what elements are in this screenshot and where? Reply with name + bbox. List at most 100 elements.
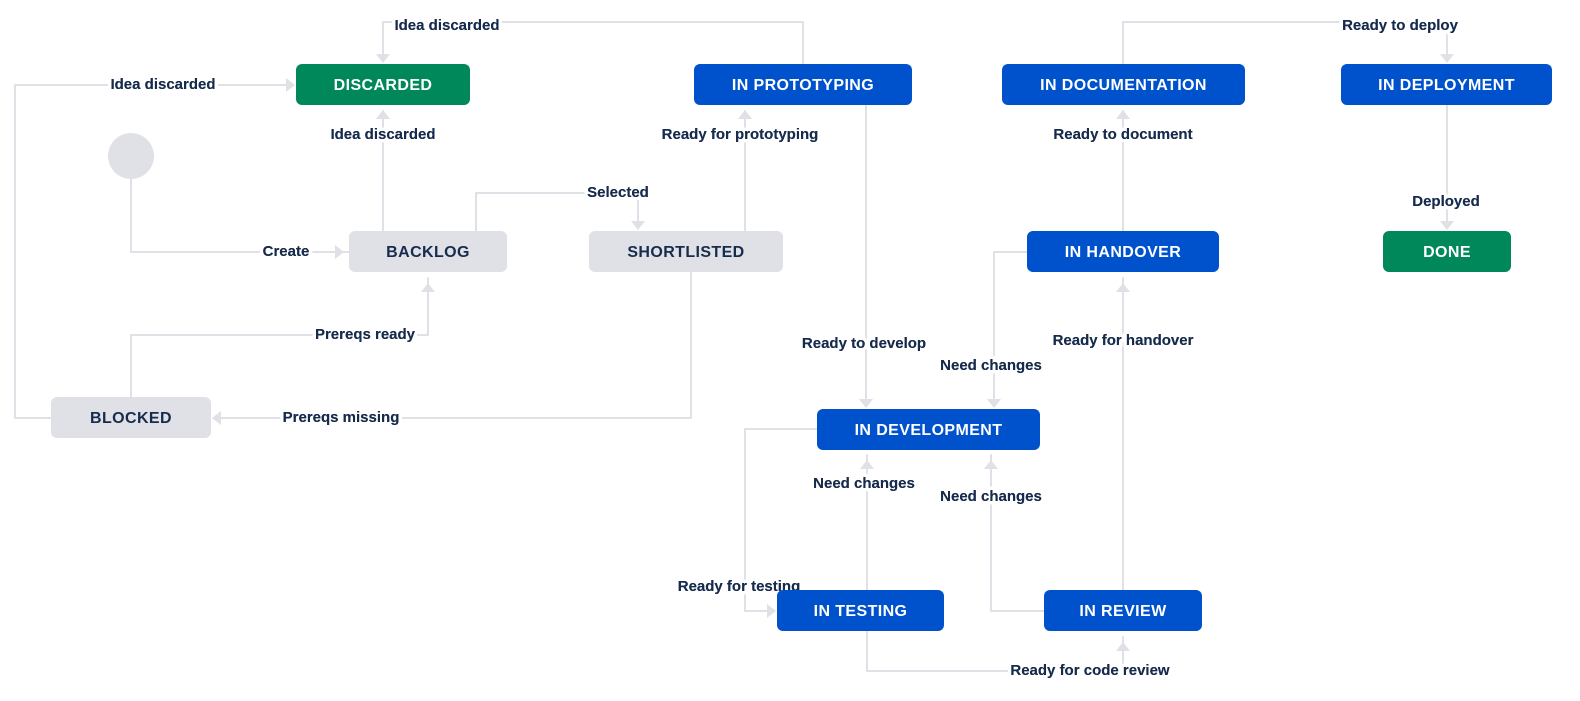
arrowhead-e-review-development	[984, 460, 998, 469]
state-node-box-in_deployment[interactable]	[1341, 64, 1552, 105]
state-node-label-in_deployment: IN DEPLOYMENT	[1378, 77, 1515, 94]
edge-label-e-backlog-shortlisted: Selected	[587, 184, 649, 201]
edge-label-halo-e-start-backlog: Create	[263, 243, 310, 260]
state-node-label-in_development: IN DEVELOPMENT	[855, 422, 1003, 439]
arrowhead-e-proto-discarded	[376, 54, 390, 63]
arrowhead-e-testing-development	[860, 460, 874, 469]
edge-in_handover-to-in_development	[993, 251, 1028, 404]
state-node-in_development[interactable]: IN DEVELOPMENT	[817, 409, 1040, 450]
state-node-label-in_review: IN REVIEW	[1079, 603, 1167, 620]
state-node-box-discarded[interactable]	[296, 64, 470, 105]
edge-label-e-blocked-backlog: Prereqs ready	[315, 326, 416, 343]
state-node-label-blocked: BLOCKED	[90, 410, 172, 427]
edge-label-e-testing-development: Need changes	[813, 475, 915, 492]
edge-in_review-to-in_development	[990, 454, 1045, 612]
arrowhead-e-handover-development	[987, 399, 1001, 408]
arrowhead-e-blocked-discarded	[286, 78, 295, 92]
edge-label-e-deployment-done: Deployed	[1412, 193, 1480, 210]
arrowhead-e-shortlisted-proto	[738, 110, 752, 119]
arrowhead-e-backlog-discarded	[376, 110, 390, 119]
edge-in_prototyping-to-discarded	[382, 21, 804, 65]
state-node-box-backlog[interactable]	[349, 231, 507, 272]
state-node-box-blocked[interactable]	[51, 397, 211, 438]
edge-label-halo-e-handover-documentation: Ready to document	[1053, 126, 1192, 143]
edge-in_testing-to-in_review	[866, 630, 1124, 672]
arrowhead-e-blocked-backlog	[421, 283, 435, 292]
edge-label-halo-e-blocked-discarded: Idea discarded	[110, 76, 215, 93]
state-node-box-shortlisted[interactable]	[589, 231, 783, 272]
edge-blocked-to-backlog	[130, 277, 429, 398]
arrowhead-e-backlog-shortlisted	[631, 221, 645, 230]
edge-label-e-handover-development: Need changes	[940, 357, 1042, 374]
arrowhead-e-start-backlog	[335, 245, 344, 259]
edge-label-halo-e-review-handover: Ready for handover	[1053, 332, 1194, 349]
state-node-in_documentation[interactable]: IN DOCUMENTATION	[1002, 64, 1245, 105]
edge-blocked-to-discarded	[14, 84, 291, 419]
arrowhead-e-handover-documentation	[1116, 110, 1130, 119]
edge-label-halo-e-blocked-backlog: Prereqs ready	[315, 326, 416, 343]
state-node-box-in_review[interactable]	[1044, 590, 1202, 631]
edge-label-e-doc-deployment: Ready to deploy	[1342, 17, 1459, 34]
edge-label-halo-e-testing-development: Need changes	[813, 475, 915, 492]
arrowhead-e-proto-development	[859, 399, 873, 408]
state-node-box-done[interactable]	[1383, 231, 1511, 272]
arrowheads-layer	[212, 54, 1454, 651]
edge-label-e-review-handover: Ready for handover	[1053, 332, 1194, 349]
state-node-box-in_prototyping[interactable]	[694, 64, 912, 105]
state-node-in_deployment[interactable]: IN DEPLOYMENT	[1341, 64, 1552, 105]
edge-in_development-to-in_testing	[744, 428, 818, 612]
state-node-box-in_development[interactable]	[817, 409, 1040, 450]
edge-label-halo-e-doc-deployment: Ready to deploy	[1342, 17, 1459, 34]
arrowhead-e-review-handover	[1116, 283, 1130, 292]
state-node-in_prototyping[interactable]: IN PROTOTYPING	[694, 64, 912, 105]
edge-shortlisted-to-blocked	[216, 271, 692, 419]
edge-label-halo-e-backlog-shortlisted: Selected	[587, 184, 649, 201]
state-node-box-in_documentation[interactable]	[1002, 64, 1245, 105]
state-node-label-done: DONE	[1423, 244, 1471, 261]
edge-label-halo-e-proto-development: Ready to develop	[802, 335, 926, 352]
arrowhead-e-development-testing	[767, 604, 776, 618]
state-node-in_review[interactable]: IN REVIEW	[1044, 590, 1202, 631]
state-node-label-in_handover: IN HANDOVER	[1065, 244, 1181, 261]
start-state-node[interactable]	[108, 133, 154, 179]
edge-label-e-blocked-discarded: Idea discarded	[110, 76, 215, 93]
state-node-backlog[interactable]: BACKLOG	[349, 231, 507, 272]
state-node-box-in_testing[interactable]	[777, 590, 944, 631]
edge-label-halo-e-deployment-done: Deployed	[1412, 193, 1480, 210]
state-node-done[interactable]: DONE	[1383, 231, 1511, 272]
edge-label-halo-e-review-development: Need changes	[940, 488, 1042, 505]
edges-layer	[14, 21, 1448, 672]
state-node-box-in_handover[interactable]	[1027, 231, 1219, 272]
state-node-label-backlog: BACKLOG	[386, 244, 470, 261]
state-node-label-shortlisted: SHORTLISTED	[627, 244, 744, 261]
nodes-layer: DISCARDED IN PROTOTYPING IN DOCUMENTATION I…	[51, 64, 1552, 631]
state-node-label-in_documentation: IN DOCUMENTATION	[1040, 77, 1207, 94]
edge-in_documentation-to-in_deployment	[1122, 21, 1448, 65]
state-node-discarded[interactable]: DISCARDED	[296, 64, 470, 105]
edge-label-halo-e-proto-discarded: Idea discarded	[394, 17, 499, 34]
arrowhead-e-testing-review	[1116, 642, 1130, 651]
arrowhead-e-doc-deployment	[1440, 54, 1454, 63]
state-node-blocked[interactable]: BLOCKED	[51, 397, 211, 438]
state-node-in_handover[interactable]: IN HANDOVER	[1027, 231, 1219, 272]
state-node-label-in_testing: IN TESTING	[814, 603, 908, 620]
edge-label-e-shortlisted-blocked: Prereqs missing	[283, 409, 400, 426]
state-node-label-in_prototyping: IN PROTOTYPING	[732, 77, 874, 94]
edge-label-e-proto-discarded: Idea discarded	[394, 17, 499, 34]
arrowhead-e-shortlisted-blocked	[212, 411, 221, 425]
edge-label-halo-e-handover-development: Need changes	[940, 357, 1042, 374]
edge-label-halo-e-shortlisted-blocked: Prereqs missing	[283, 409, 400, 426]
edge-label-e-shortlisted-proto: Ready for prototyping	[662, 126, 819, 143]
state-node-shortlisted[interactable]: SHORTLISTED	[589, 231, 783, 272]
edge-label-e-development-testing: Ready for testing	[678, 578, 801, 595]
edge-label-e-review-development: Need changes	[940, 488, 1042, 505]
edge-label-e-handover-documentation: Ready to document	[1053, 126, 1192, 143]
edge-label-halo-e-backlog-discarded: Idea discarded	[330, 126, 435, 143]
edge-label-e-start-backlog: Create	[263, 243, 310, 260]
edge-label-halo-e-shortlisted-proto: Ready for prototyping	[662, 126, 819, 143]
edge-label-e-testing-review: Ready for code review	[1010, 662, 1170, 679]
state-node-in_testing[interactable]: IN TESTING	[777, 590, 944, 631]
